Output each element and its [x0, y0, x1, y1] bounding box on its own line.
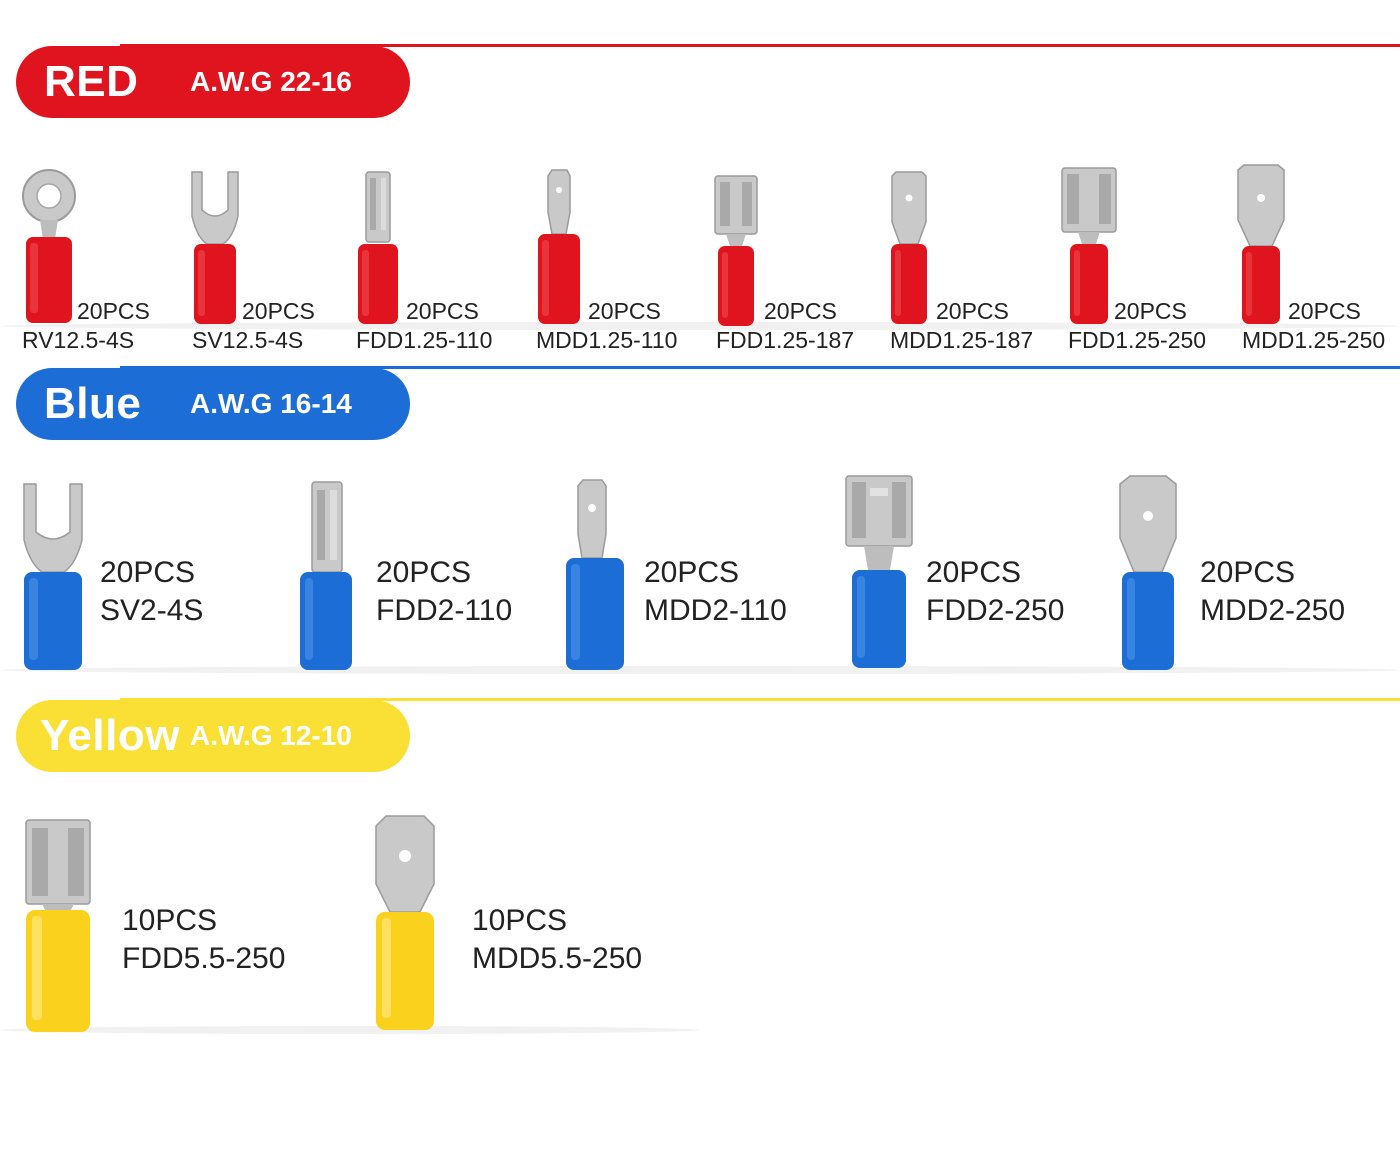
- female-disconnect-icon: [25, 819, 91, 1032]
- model-number: FDD2-110: [376, 594, 513, 627]
- terminal-label: 20PCS MDD1.25-187: [890, 300, 1033, 352]
- quantity: 10PCS: [122, 904, 218, 937]
- model-number: FDD1.25-250: [1068, 327, 1207, 353]
- red-section-divider: [120, 44, 1400, 47]
- shadow: [0, 666, 1400, 674]
- terminal-label: 20PCS FDD1.25-187: [716, 300, 854, 352]
- quantity: 20PCS: [1288, 298, 1361, 324]
- fork-icon: [191, 171, 239, 324]
- quantity: 20PCS: [926, 556, 1022, 589]
- awg-range: A.W.G 12-10: [190, 720, 352, 751]
- shadow: [0, 322, 1400, 330]
- quantity: 20PCS: [376, 556, 472, 589]
- female-disconnect-icon: [714, 175, 758, 326]
- terminal-label: 20PCS MDD1.25-110: [536, 300, 677, 352]
- terminal-label: 20PCS MDD2-250: [1200, 558, 1345, 626]
- model-number: SV2-4S: [100, 594, 204, 627]
- terminal-label: 10PCS FDD5.5-250: [122, 906, 285, 974]
- terminal-label: 20PCS SV12.5-4S: [192, 300, 315, 352]
- model-number: FDD2-250: [926, 594, 1065, 627]
- quantity: 20PCS: [77, 298, 150, 324]
- male-disconnect-icon: [1119, 475, 1177, 670]
- female-disconnect-icon: [300, 481, 352, 670]
- male-disconnect-icon: [1237, 164, 1285, 324]
- terminal-label: 20PCS FDD1.25-250: [1068, 300, 1206, 352]
- yellow-section-divider: [120, 698, 1400, 701]
- female-disconnect-icon: [358, 171, 398, 324]
- female-disconnect-icon: [845, 475, 913, 668]
- blue-section-header: Blue A.W.G 16-14: [16, 368, 410, 440]
- quantity: 20PCS: [1200, 556, 1296, 589]
- model-number: MDD2-110: [644, 594, 787, 627]
- section-name: Yellow: [40, 711, 180, 760]
- male-disconnect-icon: [566, 479, 624, 670]
- quantity: 20PCS: [406, 298, 479, 324]
- male-disconnect-icon: [891, 171, 927, 324]
- model-number: FDD1.25-187: [716, 327, 855, 353]
- terminal-label: 20PCS FDD2-250: [926, 558, 1064, 626]
- model-number: FDD1.25-110: [356, 327, 493, 353]
- quantity: 20PCS: [1114, 298, 1187, 324]
- quantity: 20PCS: [644, 556, 740, 589]
- model-number: MDD1.25-250: [1242, 327, 1386, 353]
- model-number: FDD5.5-250: [122, 942, 286, 975]
- section-name: RED: [44, 57, 139, 106]
- model-number: SV12.5-4S: [192, 327, 304, 353]
- terminal-label: 20PCS FDD2-110: [376, 558, 512, 626]
- quantity: 20PCS: [242, 298, 315, 324]
- quantity: 20PCS: [764, 298, 837, 324]
- ring-icon: [22, 169, 76, 323]
- quantity: 20PCS: [936, 298, 1009, 324]
- terminal-label: 20PCS FDD1.25-110: [356, 300, 492, 352]
- quantity: 20PCS: [588, 298, 661, 324]
- yellow-section-header: Yellow A.W.G 12-10: [16, 700, 410, 772]
- red-section-header: RED A.W.G 22-16: [16, 46, 410, 118]
- model-number: MDD5.5-250: [472, 942, 643, 975]
- terminal-label: 20PCS RV12.5-4S: [22, 300, 150, 352]
- model-number: MDD1.25-187: [890, 327, 1034, 353]
- terminal-label: 20PCS MDD1.25-250: [1242, 300, 1385, 352]
- terminal-label: 20PCS MDD2-110: [644, 558, 787, 626]
- male-disconnect-icon: [538, 169, 580, 324]
- awg-range: A.W.G 22-16: [190, 66, 352, 97]
- female-disconnect-icon: [1061, 167, 1117, 324]
- quantity: 20PCS: [100, 556, 196, 589]
- model-number: RV12.5-4S: [22, 327, 135, 353]
- quantity: 10PCS: [472, 904, 568, 937]
- male-disconnect-icon: [375, 815, 435, 1030]
- terminal-label: 20PCS SV2-4S: [100, 558, 203, 626]
- model-number: MDD1.25-110: [536, 327, 678, 353]
- blue-section-divider: [120, 366, 1400, 369]
- section-name: Blue: [44, 379, 142, 428]
- model-number: MDD2-250: [1200, 594, 1346, 627]
- fork-icon: [23, 483, 83, 670]
- shadow: [0, 1026, 700, 1034]
- awg-range: A.W.G 16-14: [190, 388, 352, 419]
- terminal-label: 10PCS MDD5.5-250: [472, 906, 642, 974]
